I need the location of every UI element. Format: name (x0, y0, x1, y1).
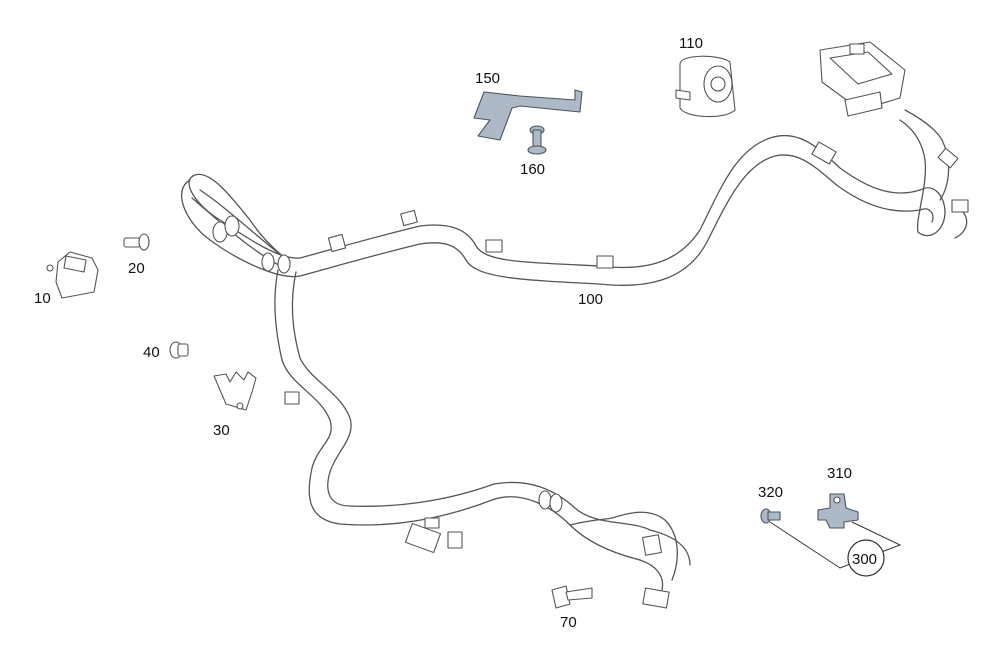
callout-30: 30 (213, 422, 230, 439)
callout-labels: 10 20 30 40 70 100 110 150 160 300 310 3… (34, 35, 877, 631)
callout-70: 70 (560, 614, 577, 631)
callout-10: 10 (34, 290, 51, 307)
part-150-bracket (473, 89, 583, 141)
part-40-clip (169, 341, 189, 359)
callout-310: 310 (827, 465, 852, 482)
callout-160: 160 (520, 161, 545, 178)
part-110-connector (675, 55, 736, 118)
callout-300: 300 (852, 551, 877, 568)
callout-110: 110 (679, 35, 703, 52)
callout-320: 320 (758, 484, 783, 501)
part-310-sensor (817, 493, 859, 529)
part-20-pin (123, 233, 150, 251)
group-300-lines (769, 521, 902, 577)
part-160-bolt (527, 125, 547, 155)
part-10-bracket (46, 251, 99, 299)
part-30-bracket (213, 371, 257, 411)
callout-40: 40 (143, 344, 160, 361)
part-70-bolt (551, 585, 593, 609)
harness-clips (212, 41, 969, 609)
callout-20: 20 (128, 260, 145, 277)
callout-100: 100 (578, 291, 603, 308)
part-320-bolt (760, 508, 781, 524)
callout-150: 150 (475, 70, 500, 87)
wiring-harness (181, 109, 968, 591)
